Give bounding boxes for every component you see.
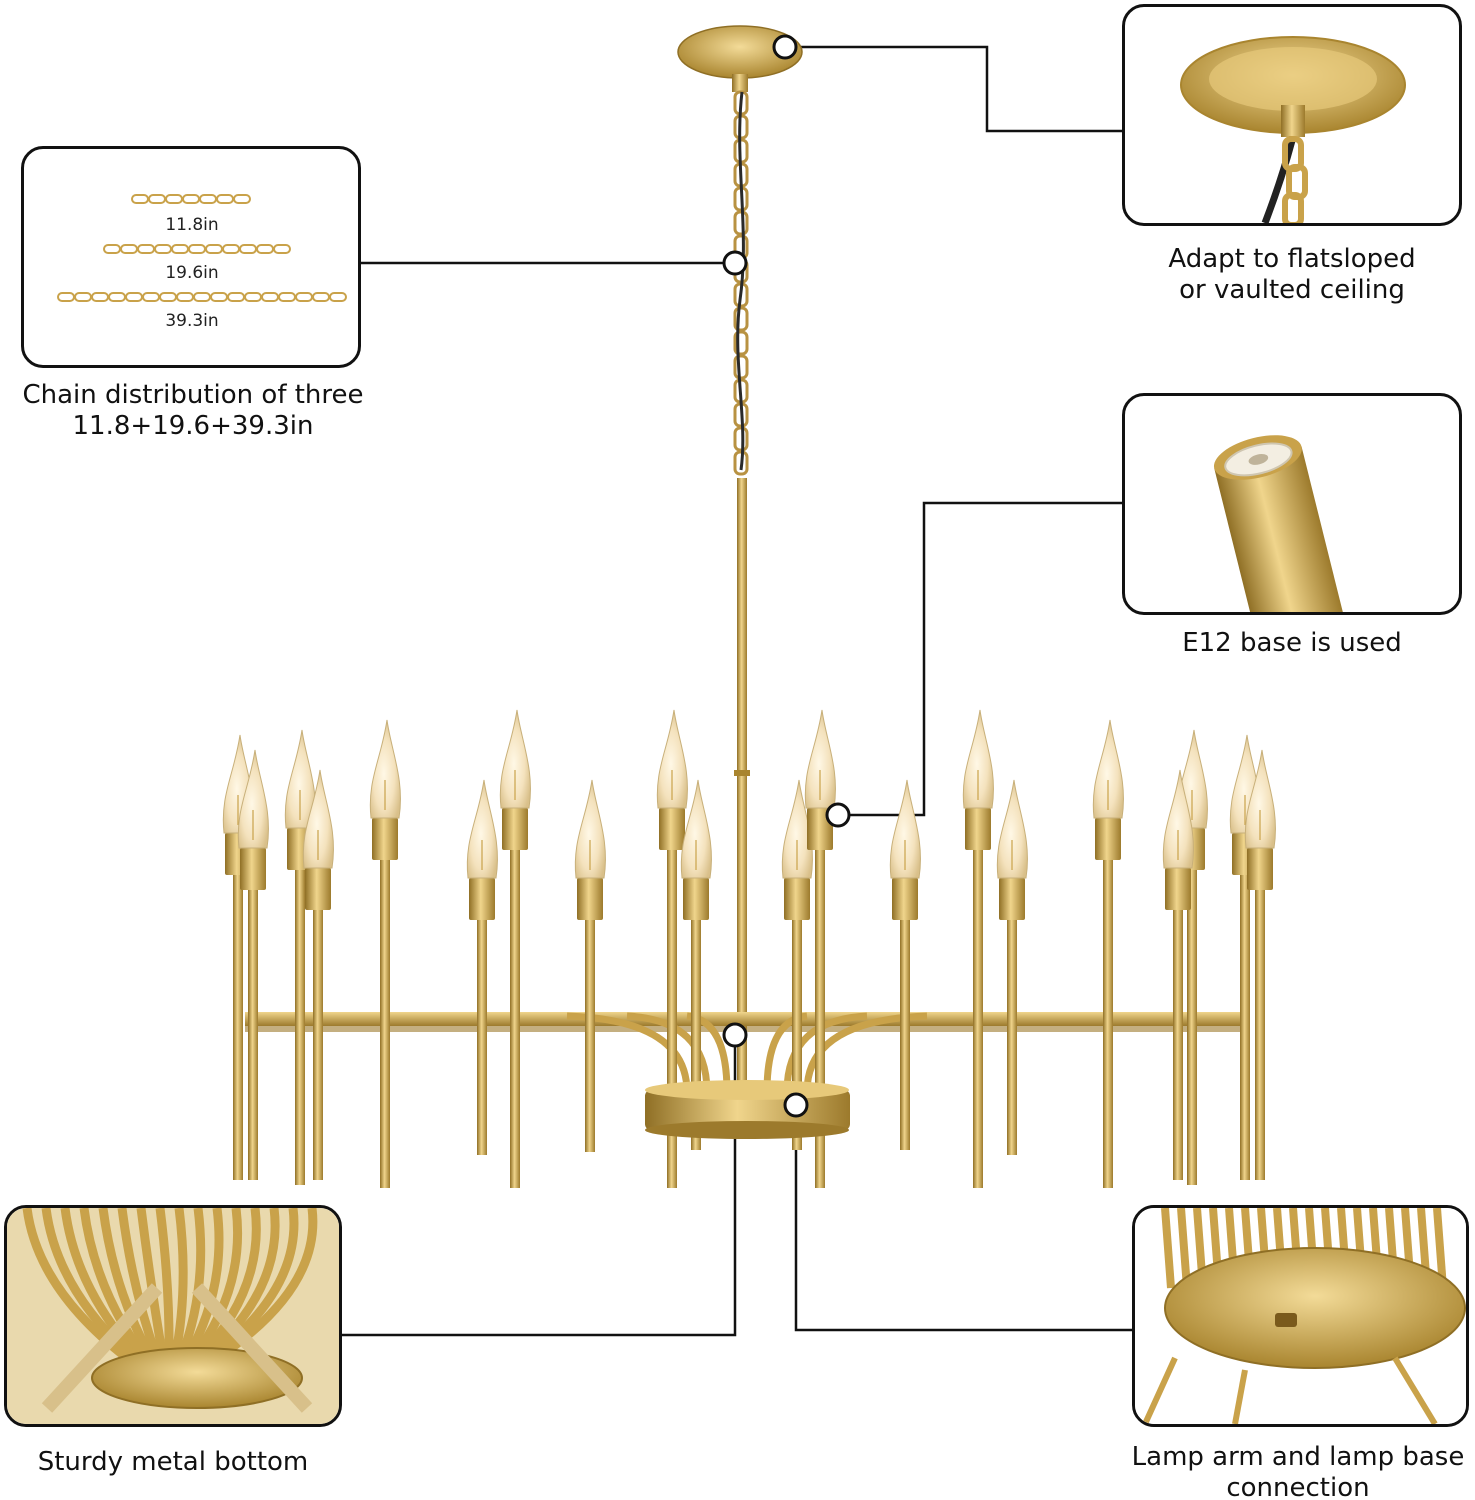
connection-closeup-image [1135, 1208, 1466, 1424]
callout-dot-icon [722, 1022, 748, 1048]
candle-light [996, 779, 1028, 1155]
hanging-chain [733, 90, 749, 476]
connection-connector [794, 1105, 1133, 1332]
chain-length-medium: 19.6in [165, 263, 219, 283]
socket-closeup-box [1122, 393, 1462, 615]
candle-light [499, 709, 531, 1188]
candle-lights [222, 709, 1276, 1188]
canopy-caption: Adapt to flatsloped or vaulted ceiling [1168, 244, 1416, 305]
chain-samples [57, 194, 347, 302]
candle-light [1092, 719, 1124, 1188]
chain-length-short: 11.8in [165, 215, 219, 235]
callout-dots [722, 34, 851, 1118]
callout-dot-icon [772, 34, 798, 60]
candle-light [574, 779, 606, 1152]
candle-light [284, 729, 316, 1185]
candle-light [369, 719, 401, 1188]
socket-caption: E12 base is used [1182, 628, 1402, 658]
candle-light [962, 709, 994, 1188]
candle-light [1244, 749, 1276, 1180]
canopy-closeup-box [1122, 4, 1462, 226]
canopy-connector [785, 45, 1123, 133]
candle-light [237, 749, 269, 1180]
base-hub [645, 1080, 850, 1139]
chain-lengths-box: 11.8in 19.6in 39.3in [21, 146, 361, 368]
socket-connector [838, 501, 1123, 817]
canopy-closeup-image [1180, 36, 1406, 223]
callout-dot-icon [783, 1092, 809, 1118]
candle-light [466, 779, 498, 1155]
candle-light [302, 769, 334, 1180]
candle-light [656, 709, 688, 1188]
socket-closeup-image [1213, 435, 1350, 612]
chain-length-long: 39.3in [165, 311, 219, 331]
downrod [737, 478, 747, 1093]
callout-dot-icon [722, 250, 748, 276]
connection-caption: Lamp arm and lamp base connection [1131, 1442, 1465, 1500]
ceiling-canopy [677, 25, 803, 92]
bottom-closeup-box [4, 1205, 342, 1427]
connection-closeup-box [1132, 1205, 1469, 1427]
candle-light [889, 779, 921, 1150]
chain-caption: Chain distribution of three 11.8+19.6+39… [22, 380, 364, 441]
bottom-closeup-image [7, 1208, 339, 1424]
candle-light [1162, 769, 1194, 1180]
candle-light [680, 779, 712, 1150]
candle-light [781, 779, 813, 1150]
callout-dot-icon [825, 802, 851, 828]
chandelier-arms [245, 1012, 1250, 1093]
bottom-caption: Sturdy metal bottom [37, 1447, 309, 1477]
